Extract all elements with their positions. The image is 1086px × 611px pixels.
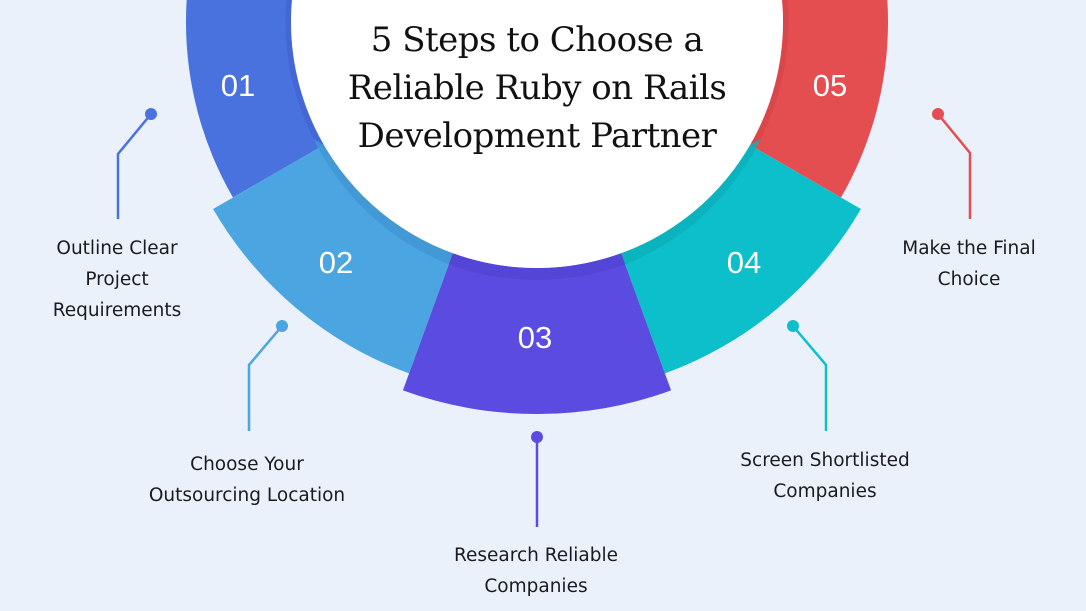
segment-01-inner-band xyxy=(285,0,324,145)
connector-01 xyxy=(116,108,157,219)
step-label-04: Screen Shortlisted Companies xyxy=(695,445,955,507)
step-number-05: 05 xyxy=(812,68,848,103)
center-circle xyxy=(291,0,783,268)
step-number-03: 03 xyxy=(517,320,553,355)
step-label-05: Make the Final Choice xyxy=(839,233,1086,295)
step-label-01-line-3: Requirements xyxy=(52,300,182,321)
step-label-04-line-1: Screen Shortlisted xyxy=(740,450,910,471)
step-label-02-line-2: Outsourcing Location xyxy=(148,485,346,506)
step-label-05-line-2: Choice xyxy=(937,269,1001,290)
step-label-04-line-2: Companies xyxy=(773,481,877,502)
step-label-02: Choose Your Outsourcing Location xyxy=(117,449,377,511)
segment-02 xyxy=(213,145,453,374)
step-number-02: 02 xyxy=(318,245,354,280)
step-label-01: Outline Clear Project Requirements xyxy=(0,233,247,326)
segment-04 xyxy=(621,145,861,374)
segment-03 xyxy=(402,253,672,415)
connector-04 xyxy=(787,320,828,431)
segment-02-inner-band xyxy=(313,139,453,265)
connector-03 xyxy=(531,431,543,527)
diagram-title: 5 Steps to Choose a Reliable Ruby on Rai… xyxy=(300,16,774,160)
segment-05-inner-band xyxy=(750,0,789,145)
step-label-02-line-1: Choose Your xyxy=(190,454,304,475)
segment-03-inner-band xyxy=(448,253,626,280)
connector-02 xyxy=(247,320,288,431)
step-label-01-line-2: Project xyxy=(85,269,149,290)
step-label-01-line-1: Outline Clear xyxy=(56,238,178,259)
step-label-03-line-1: Research Reliable xyxy=(453,545,619,566)
step-number-04: 04 xyxy=(726,245,762,280)
segment-04-inner-band xyxy=(621,139,761,265)
title-line-1: 5 Steps to Choose a xyxy=(370,20,704,60)
step-label-05-line-1: Make the Final xyxy=(902,238,1036,259)
connector-05 xyxy=(932,108,972,219)
step-label-03: Research Reliable Companies xyxy=(406,540,666,602)
step-label-03-line-2: Companies xyxy=(484,576,588,597)
title-line-2: Reliable Ruby on Rails xyxy=(347,68,727,108)
step-number-01: 01 xyxy=(220,68,256,103)
title-line-3: Development Partner xyxy=(357,116,717,156)
